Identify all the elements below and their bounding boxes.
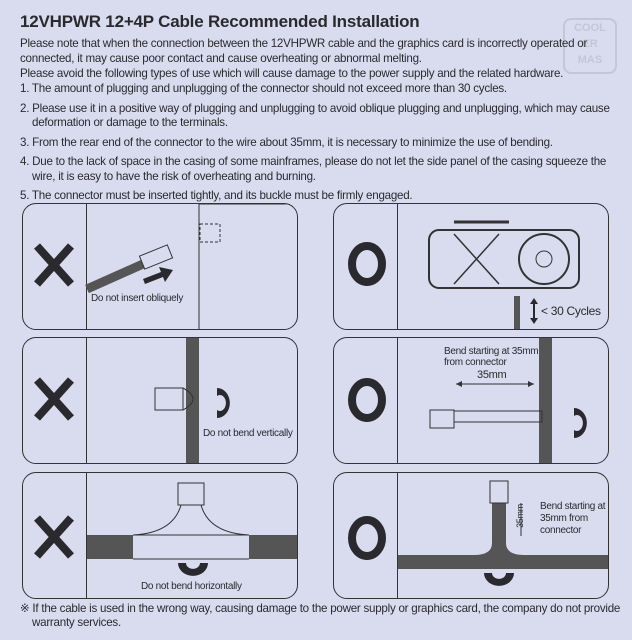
o-mark-icon (348, 220, 580, 329)
o-mark-icon (348, 480, 608, 586)
intro-text: Please note that when the connection bet… (20, 36, 620, 81)
rule-item: 5. The connector must be inserted tightl… (20, 189, 413, 202)
caption-bend35v: Bend starting at 35mm from connector (540, 501, 606, 536)
caption-horizontal: Do not bend horizontally (141, 581, 242, 592)
warranty-note: ※ If the cable is used in the wrong way,… (20, 602, 621, 629)
page-title: 12VHPWR 12+4P Cable Recommended Installa… (20, 12, 420, 31)
rule-item: 1. The amount of plugging and unplugging… (20, 82, 507, 95)
divider (86, 473, 87, 598)
panel-cycles: < 30 Cycles (333, 203, 609, 330)
graphics-card-icon (428, 229, 580, 289)
rule-item: 4. Due to the lack of space in the casin… (20, 155, 607, 183)
divider (397, 204, 398, 329)
intro-paragraph: Please note that when the connection bet… (20, 37, 588, 65)
caption-vertical: Do not bend vertically (203, 428, 293, 439)
panel-oblique: Do not insert obliquely (22, 203, 298, 330)
x-mark-icon (34, 204, 297, 329)
panel-bend35v: 35mm Bend starting at 35mm from connecto… (333, 472, 609, 599)
panel-horizontal: Do not bend horizontally (22, 472, 298, 599)
divider (397, 473, 398, 598)
divider (397, 338, 398, 463)
panel-vertical: Do not bend vertically (22, 337, 298, 464)
x-mark-icon (34, 482, 297, 576)
rule-item: 3. From the rear end of the connector to… (20, 135, 553, 149)
caption-bend35: Bend starting at 35mm from connector (444, 346, 539, 368)
o-mark-icon (348, 338, 587, 463)
divider (86, 338, 87, 463)
measure-35mm: 35mm (477, 369, 507, 381)
caption-oblique: Do not insert obliquely (91, 293, 184, 304)
intro-paragraph: Please avoid the following types of use … (20, 67, 564, 80)
caption-cycles: < 30 Cycles (541, 304, 601, 318)
measure-35mm: 35mm (514, 504, 525, 528)
x-mark-icon (34, 338, 230, 463)
panel-bend35: Bend starting at 35mm from connector 35m… (333, 337, 609, 464)
divider (86, 204, 87, 329)
rules-list: 1. The amount of plugging and unplugging… (20, 82, 625, 209)
rule-item: 2. Please use it in a positive way of pl… (20, 101, 610, 130)
